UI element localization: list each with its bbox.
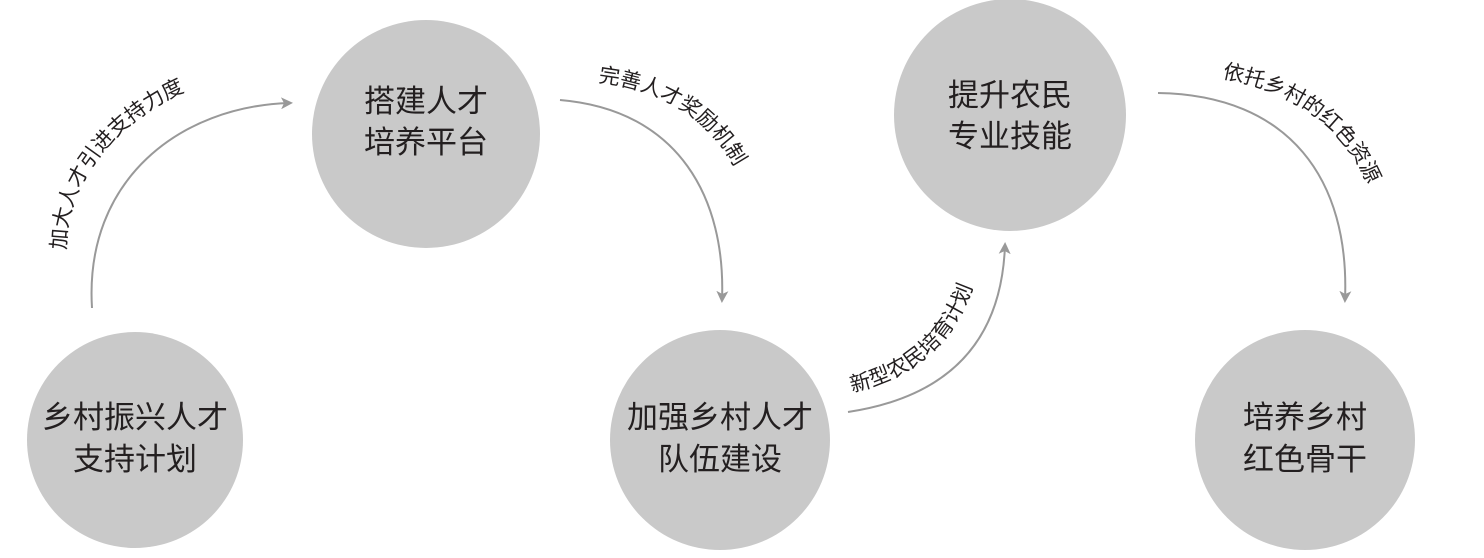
arrow-4 <box>1157 92 1352 303</box>
node-label-line1: 乡村振兴人才 <box>42 400 228 436</box>
node-label-line1: 搭建人才 <box>364 84 488 120</box>
node-improve-farmer-skills: 提升农民 专业技能 <box>894 0 1126 231</box>
node-build-talent-platform: 搭建人才 培养平台 <box>312 20 540 248</box>
node-label-line2: 队伍建设 <box>658 442 782 478</box>
node-label-line2: 培养平台 <box>364 125 488 161</box>
arrow-3 <box>847 242 1011 413</box>
edge-label-4: 依托乡村的红色资源 <box>1221 59 1385 186</box>
node-red-backbone: 培养乡村 红色骨干 <box>1195 330 1415 550</box>
node-label-line1: 加强乡村人才 <box>627 400 813 436</box>
node-label-line2: 支持计划 <box>73 442 197 478</box>
node-strengthen-talent-team: 加强乡村人才 队伍建设 <box>610 330 830 550</box>
node-label-line1: 提升农民 <box>948 78 1072 114</box>
node-label-line1: 培养乡村 <box>1243 400 1367 436</box>
edge-label-2: 完善人才奖励机制 <box>597 63 751 169</box>
node-rural-talent-support-plan: 乡村振兴人才 支持计划 <box>27 332 243 548</box>
arrow-2 <box>559 99 729 303</box>
edge-label-1: 加大人才引进支持力度 <box>47 74 188 250</box>
edge-label-3: 新型农民培育计划 <box>847 280 977 397</box>
arrow-1 <box>90 97 293 309</box>
node-label-line2: 专业技能 <box>948 119 1072 155</box>
node-label-line2: 红色骨干 <box>1243 442 1367 478</box>
